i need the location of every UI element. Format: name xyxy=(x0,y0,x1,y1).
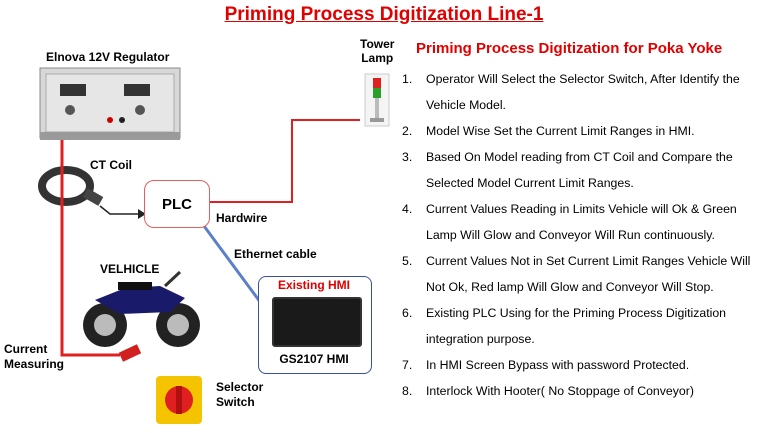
tower-lamp-label: Tower Lamp xyxy=(360,37,395,65)
existing-hmi-label: Existing HMI xyxy=(277,278,350,292)
step-item: 1.Operator Will Select the Selector Swit… xyxy=(402,72,740,112)
hmi-model-label: GS2107 HMI xyxy=(279,352,349,366)
section-subtitle: Priming Process Digitization for Poka Yo… xyxy=(416,40,723,57)
hmi-screen xyxy=(272,297,362,347)
tower-lamp-device xyxy=(364,73,390,127)
step-item: 2.Model Wise Set the Current Limit Range… xyxy=(402,124,695,138)
step-item: 8.Interlock With Hooter( No Stoppage of … xyxy=(402,384,694,398)
motorcycle-image xyxy=(83,270,200,347)
selector-switch-label: Selector Switch xyxy=(216,380,264,409)
ct-coil-device xyxy=(38,166,104,206)
step-item: 6.Existing PLC Using for the Priming Pro… xyxy=(402,306,727,346)
step-item: 7.In HMI Screen Bypass with password Pro… xyxy=(402,358,690,372)
red-wire-plc-to-lamp xyxy=(208,119,360,203)
selector-switch-device xyxy=(156,376,202,424)
red-wire-ct-to-plc xyxy=(99,205,138,215)
vehicle-label: VELHICLE xyxy=(100,262,160,276)
step-item: 5.Current Values Not in Set Current Limi… xyxy=(402,254,751,294)
regulator-device xyxy=(39,67,181,140)
regulator-label: Elnova 12V Regulator xyxy=(46,50,170,64)
ethernet-label: Ethernet cable xyxy=(234,247,317,261)
step-item: 3.Based On Model reading from CT Coil an… xyxy=(402,150,733,190)
plc-label: PLC xyxy=(162,195,192,213)
steps-list: 1.Operator Will Select the Selector Swit… xyxy=(402,66,766,404)
current-measuring-clamp xyxy=(118,344,142,362)
ct-coil-label: CT Coil xyxy=(90,158,132,172)
arrow-ct-to-plc xyxy=(138,209,146,219)
plc-box: PLC xyxy=(144,180,210,228)
step-item: 4.Current Values Reading in Limits Vehic… xyxy=(402,202,737,242)
current-measuring-label: Current Measuring xyxy=(4,342,65,371)
hardwire-label: Hardwire xyxy=(216,211,268,225)
red-wire-regulator-down xyxy=(60,140,120,357)
page-title: Priming Process Digitization Line-1 xyxy=(224,4,544,25)
